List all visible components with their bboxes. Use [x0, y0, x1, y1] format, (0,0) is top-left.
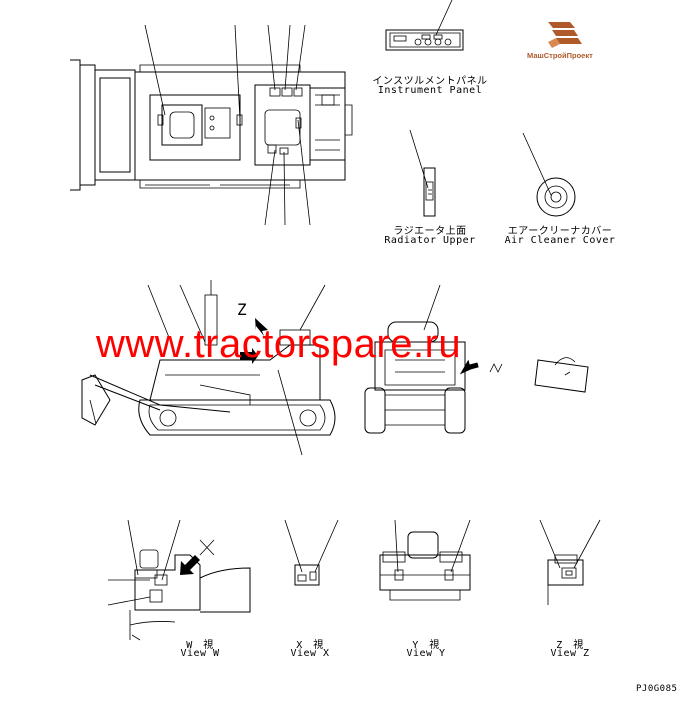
decal-sheet	[534, 357, 589, 393]
air-cleaner-drawing	[522, 132, 576, 217]
view-x-label-en: View X	[290, 648, 330, 659]
view-w-drawing	[107, 519, 251, 641]
view-w-label-en: View W	[180, 648, 220, 659]
radiator-upper-label-en: Radiator Upper	[384, 235, 476, 246]
radiator-upper-drawing	[409, 129, 436, 217]
brand-logo	[548, 22, 582, 48]
view-y-drawing	[379, 519, 471, 601]
machine-front-view	[364, 284, 503, 434]
view-z-drawing	[539, 519, 601, 605]
radiator-upper-label-jp: ラジエータ上面	[393, 226, 467, 237]
view-x-drawing	[284, 519, 339, 586]
brand-logo-text: МашСтройПроект	[527, 51, 593, 60]
view-z-marker: Z	[237, 300, 248, 319]
watermark-text: www.tractorspare.ru	[96, 322, 462, 366]
view-z-label-en: View Z	[550, 648, 590, 659]
view-w-label-jp: W 視	[186, 640, 214, 651]
view-y-label-jp: Y 視	[412, 640, 440, 651]
air-cleaner-label-jp: エアークリーナカバー	[507, 226, 613, 237]
view-x-label-jp: X 視	[296, 640, 324, 651]
instrument-panel-label-en: Instrument Panel	[377, 85, 483, 96]
part-code: PJ0G085	[636, 684, 678, 694]
machine-top-view	[70, 24, 353, 226]
air-cleaner-label-en: Air Cleaner Cover	[504, 235, 616, 246]
view-y-label-en: View Y	[406, 648, 446, 659]
instrument-panel-label-jp: インスツルメントパネル	[372, 76, 488, 87]
view-z-label-jp: Z 視	[556, 640, 584, 651]
machine-side-view	[81, 280, 336, 456]
instrument-panel-drawing	[385, 0, 464, 51]
